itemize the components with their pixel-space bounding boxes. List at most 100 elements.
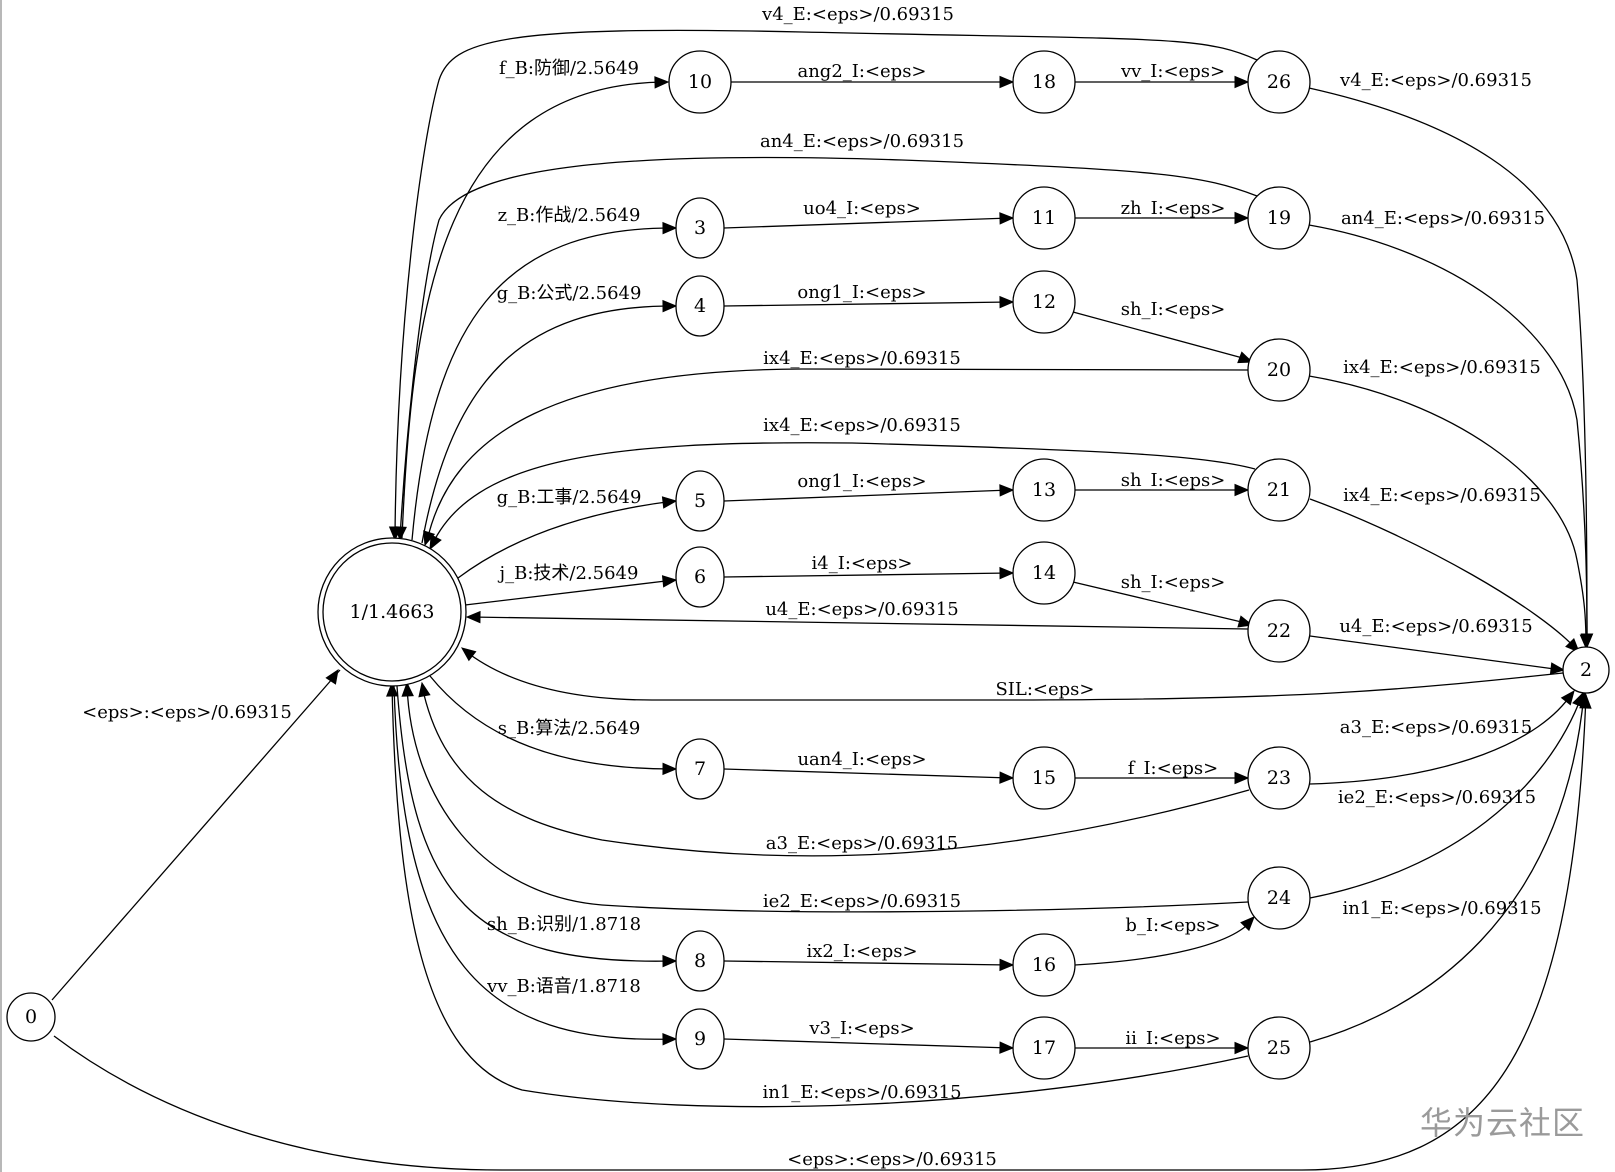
edge-line — [431, 442, 1256, 546]
arrowhead-icon — [662, 1032, 678, 1046]
watermark: 华为云社区 — [1420, 1104, 1586, 1142]
edge-line — [391, 685, 1249, 1108]
arrowhead-icon — [654, 76, 670, 89]
arrowhead-icon — [999, 771, 1015, 784]
edge — [723, 212, 1015, 229]
state-node-23[interactable]: 23 — [1247, 746, 1311, 810]
state-node-1[interactable]: 1/1.4663 — [317, 537, 467, 687]
state-node-20[interactable]: 20 — [1247, 338, 1311, 402]
state-label: 0 — [25, 1006, 37, 1028]
state-node-7[interactable]: 7 — [675, 738, 725, 800]
edge — [464, 575, 678, 606]
edge-label: v3_I:<eps> — [808, 1018, 914, 1039]
edge-line — [411, 227, 673, 541]
arrowhead-icon — [662, 221, 678, 235]
arrowhead-icon — [999, 958, 1015, 972]
edge-label: sh_I:<eps> — [1121, 470, 1226, 491]
arrowhead-icon — [1579, 634, 1593, 650]
edge-label: ong1_I:<eps> — [797, 282, 926, 303]
state-label: 25 — [1267, 1037, 1291, 1059]
state-circle — [675, 738, 725, 800]
edge — [1308, 375, 1593, 650]
state-label: 4 — [694, 295, 706, 317]
state-node-25[interactable]: 25 — [1247, 1016, 1311, 1080]
state-node-13[interactable]: 13 — [1012, 458, 1076, 522]
state-node-6[interactable]: 6 — [675, 546, 725, 608]
edge — [465, 610, 1249, 630]
edge-label: ix4_E:<eps>/0.69315 — [1343, 357, 1541, 378]
arrowhead-icon — [394, 526, 407, 542]
edge — [393, 685, 678, 1046]
state-node-24[interactable]: 24 — [1247, 866, 1311, 930]
edge-label: u4_E:<eps>/0.69315 — [765, 599, 958, 620]
edge-label: b_I:<eps> — [1125, 915, 1220, 936]
state-node-17[interactable]: 17 — [1012, 1016, 1076, 1080]
state-node-4[interactable]: 4 — [675, 275, 725, 337]
state-circle — [1012, 458, 1076, 522]
edge-label: an4_E:<eps>/0.69315 — [1341, 208, 1545, 229]
state-node-18[interactable]: 18 — [1012, 50, 1076, 114]
edge — [421, 299, 678, 544]
edge-line — [426, 368, 1249, 542]
state-circle — [1247, 186, 1311, 250]
edge-line — [399, 156, 1258, 539]
edge-label: ix4_E:<eps>/0.69315 — [763, 348, 961, 369]
state-node-10[interactable]: 10 — [668, 50, 732, 114]
edge-label: vv_I:<eps> — [1120, 61, 1225, 82]
edge-line — [1308, 224, 1588, 646]
edge-label: sh_I:<eps> — [1121, 299, 1226, 320]
arrowhead-icon — [661, 496, 678, 509]
edge-line — [1072, 581, 1251, 625]
edge-line — [723, 960, 1011, 966]
state-label: 11 — [1032, 207, 1056, 229]
state-circle — [1247, 338, 1311, 402]
edge-label: f_I:<eps> — [1128, 758, 1218, 779]
edge-label: ie2_E:<eps>/0.69315 — [1338, 787, 1536, 808]
state-node-2[interactable]: 2 — [1562, 646, 1610, 694]
state-node-19[interactable]: 19 — [1247, 186, 1311, 250]
state-label: 23 — [1267, 767, 1291, 789]
arrowhead-icon — [418, 681, 431, 698]
edge-line — [1074, 919, 1253, 966]
arrowhead-icon — [386, 681, 399, 697]
arrowhead-icon — [460, 647, 477, 662]
edge-label: ii_I:<eps> — [1125, 1028, 1220, 1049]
state-node-5[interactable]: 5 — [675, 470, 725, 532]
state-label: 15 — [1032, 767, 1056, 789]
state-node-12[interactable]: 12 — [1012, 270, 1076, 334]
edge-line — [1309, 498, 1578, 651]
edge-label: vv_B:语音/1.8718 — [486, 976, 641, 997]
state-node-21[interactable]: 21 — [1247, 458, 1311, 522]
state-node-16[interactable]: 16 — [1012, 933, 1076, 997]
state-node-26[interactable]: 26 — [1247, 50, 1311, 114]
state-circle — [1247, 50, 1311, 114]
state-node-14[interactable]: 14 — [1012, 541, 1076, 605]
edge-label: j_B:技术/2.5649 — [498, 563, 639, 584]
arrowhead-icon — [401, 681, 414, 697]
state-node-11[interactable]: 11 — [1012, 186, 1076, 250]
state-circle — [1562, 646, 1610, 694]
edge-line — [1309, 694, 1583, 899]
state-circle — [1247, 599, 1311, 663]
edge-line — [723, 768, 1011, 779]
state-node-0[interactable]: 0 — [6, 992, 56, 1042]
arrowhead-icon — [662, 762, 678, 776]
state-node-9[interactable]: 9 — [675, 1008, 725, 1070]
state-circle — [675, 470, 725, 532]
state-node-8[interactable]: 8 — [675, 930, 725, 992]
arrowhead-icon — [1234, 75, 1250, 89]
arrowhead-icon — [325, 668, 339, 685]
edge-label: <eps>:<eps>/0.69315 — [787, 1149, 997, 1170]
state-node-3[interactable]: 3 — [675, 197, 725, 259]
arrowhead-icon — [1237, 351, 1254, 364]
state-node-15[interactable]: 15 — [1012, 746, 1076, 810]
state-circle — [1247, 746, 1311, 810]
edge — [731, 75, 1015, 89]
state-node-22[interactable]: 22 — [1247, 599, 1311, 663]
edge-label: uan4_I:<eps> — [797, 749, 926, 770]
edge-line — [393, 685, 673, 1040]
edge — [429, 675, 678, 776]
arrowhead-icon — [1234, 211, 1250, 225]
edge-label: v4_E:<eps>/0.69315 — [761, 4, 954, 25]
edge-label: ie2_E:<eps>/0.69315 — [763, 891, 961, 912]
